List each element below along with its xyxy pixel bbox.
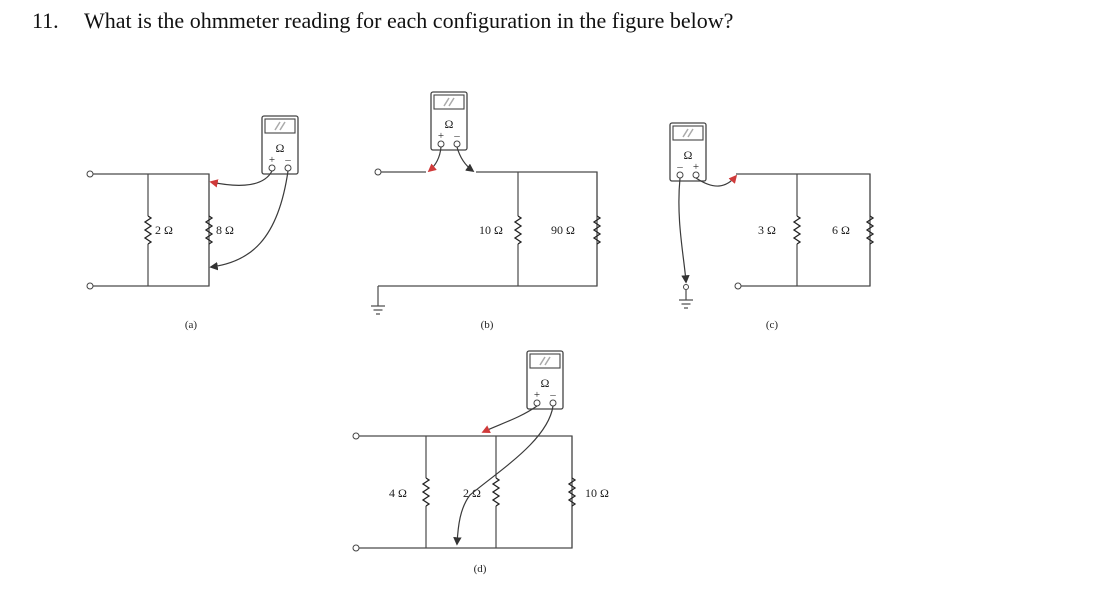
circuit-d: 4 Ω 2 Ω 10 Ω Ω + – (d) <box>352 350 609 575</box>
label-d: (d) <box>474 563 487 575</box>
question-number: 11. <box>32 8 59 33</box>
ohm-symbol-a: Ω <box>276 141 285 155</box>
resistor-c1-label: 3 Ω <box>758 223 776 237</box>
lead-a-minus <box>209 170 289 271</box>
lead-d-minus <box>453 405 554 546</box>
resistor-a2-label: 8 Ω <box>216 223 234 237</box>
lead-c-minus <box>678 177 690 284</box>
resistor-a1-label: 2 Ω <box>155 223 173 237</box>
minus-c: – <box>676 161 683 173</box>
lead-d-plus <box>481 405 538 433</box>
ohmmeter-a: Ω + – <box>261 115 299 175</box>
circuit-b: 10 Ω 90 Ω Ω + – (b) <box>370 91 601 331</box>
resistor-b1-label: 10 Ω <box>479 223 503 237</box>
ohmmeter-b: Ω + – <box>430 91 468 151</box>
ohm-symbol-c: Ω <box>684 148 693 162</box>
minus-a: – <box>284 154 291 166</box>
minus-d: – <box>549 389 556 401</box>
label-b: (b) <box>481 319 494 331</box>
circuit-a: 2 Ω 8 Ω Ω + – (a) <box>86 115 299 331</box>
resistor-b2-label: 90 Ω <box>551 223 575 237</box>
ohm-symbol-d: Ω <box>541 376 550 390</box>
resistor-c2-label: 6 Ω <box>832 223 850 237</box>
plus-a: + <box>269 154 275 166</box>
question: 11. What is the ohmmeter reading for each… <box>32 8 733 34</box>
question-text: What is the ohmmeter reading for each co… <box>84 8 734 33</box>
ohmmeter-c: Ω – + <box>669 122 707 182</box>
plus-d: + <box>534 389 540 401</box>
resistor-d3-label: 10 Ω <box>585 486 609 500</box>
lead-b-minus <box>456 146 475 172</box>
lead-b-plus <box>427 146 442 173</box>
plus-b: + <box>438 130 444 142</box>
plus-c: + <box>693 161 699 173</box>
lead-c-plus <box>695 174 738 187</box>
resistor-d1-label: 4 Ω <box>389 486 407 500</box>
ohm-symbol-b: Ω <box>445 117 454 131</box>
label-a: (a) <box>185 319 198 331</box>
label-c: (c) <box>766 319 779 331</box>
ohmmeter-d: Ω + – <box>526 350 564 410</box>
minus-b: – <box>453 130 460 142</box>
circuit-c: 3 Ω 6 Ω Ω – + (c) <box>669 122 874 331</box>
lead-a-plus <box>209 170 273 188</box>
